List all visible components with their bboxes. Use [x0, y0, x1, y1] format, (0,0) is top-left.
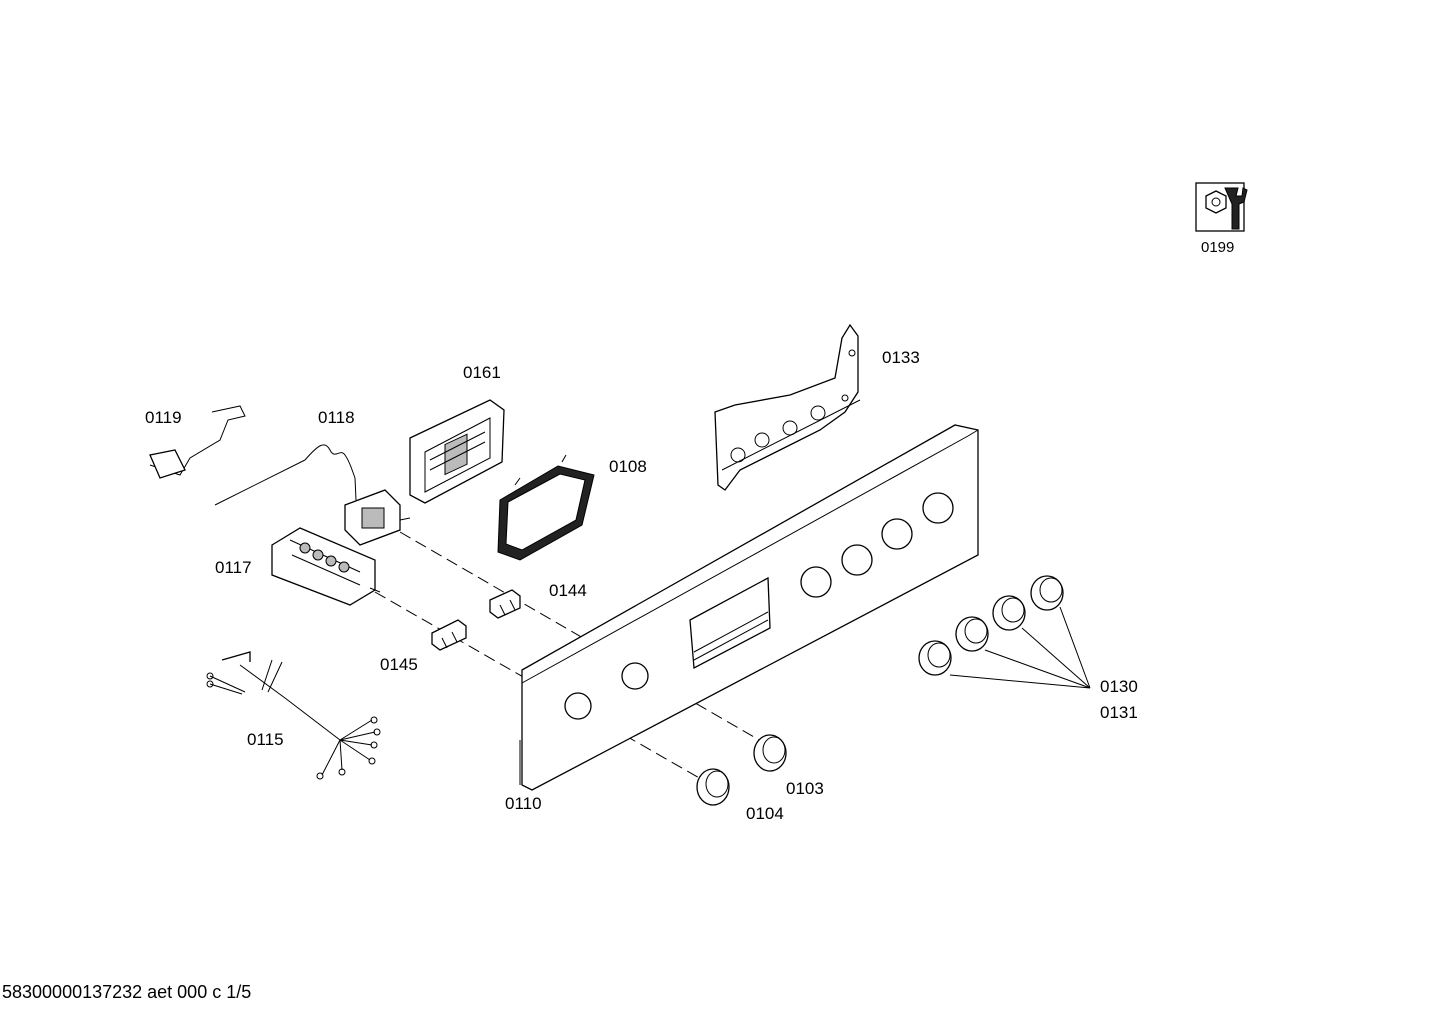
part-label-0133: 0133	[882, 348, 920, 367]
document-reference: 58300000137232 aet 000 c 1/5	[2, 982, 252, 1002]
control-module-part-0161	[409, 399, 505, 504]
part-label-0199: 0199	[1201, 239, 1235, 256]
thermostat-part-0118	[214, 444, 411, 546]
sensor-part-0119	[149, 405, 246, 479]
part-label-0144: 0144	[549, 581, 587, 600]
part-label-0104: 0104	[746, 804, 784, 823]
clip-part-0145	[431, 619, 467, 651]
part-label-0119: 0119	[145, 408, 182, 427]
part-label-0103: 0103	[786, 779, 824, 798]
part-label-0110: 0110	[505, 794, 542, 813]
bracket-part-0133	[714, 323, 861, 491]
display-frame-part-0108	[497, 454, 595, 561]
knob-group-part-0130-0131	[918, 575, 1091, 689]
part-label-0145: 0145	[380, 655, 418, 674]
switch-part-0117	[271, 527, 381, 606]
wiring-harness-part-0115	[206, 651, 381, 780]
clip-part-0144	[489, 589, 521, 619]
part-label-0118: 0118	[318, 408, 355, 427]
part-label-0117: 0117	[215, 558, 252, 577]
part-label-0130: 0130	[1100, 677, 1138, 696]
part-label-0131: 0131	[1100, 703, 1138, 722]
part-label-0161: 0161	[463, 363, 501, 382]
front-panel-part-0110	[521, 424, 979, 791]
knob-part-0104	[696, 768, 730, 806]
knob-part-0103	[753, 734, 787, 772]
nut-and-wrench-icon	[1195, 182, 1248, 232]
part-label-0108: 0108	[609, 457, 647, 476]
part-label-0115: 0115	[247, 730, 284, 749]
